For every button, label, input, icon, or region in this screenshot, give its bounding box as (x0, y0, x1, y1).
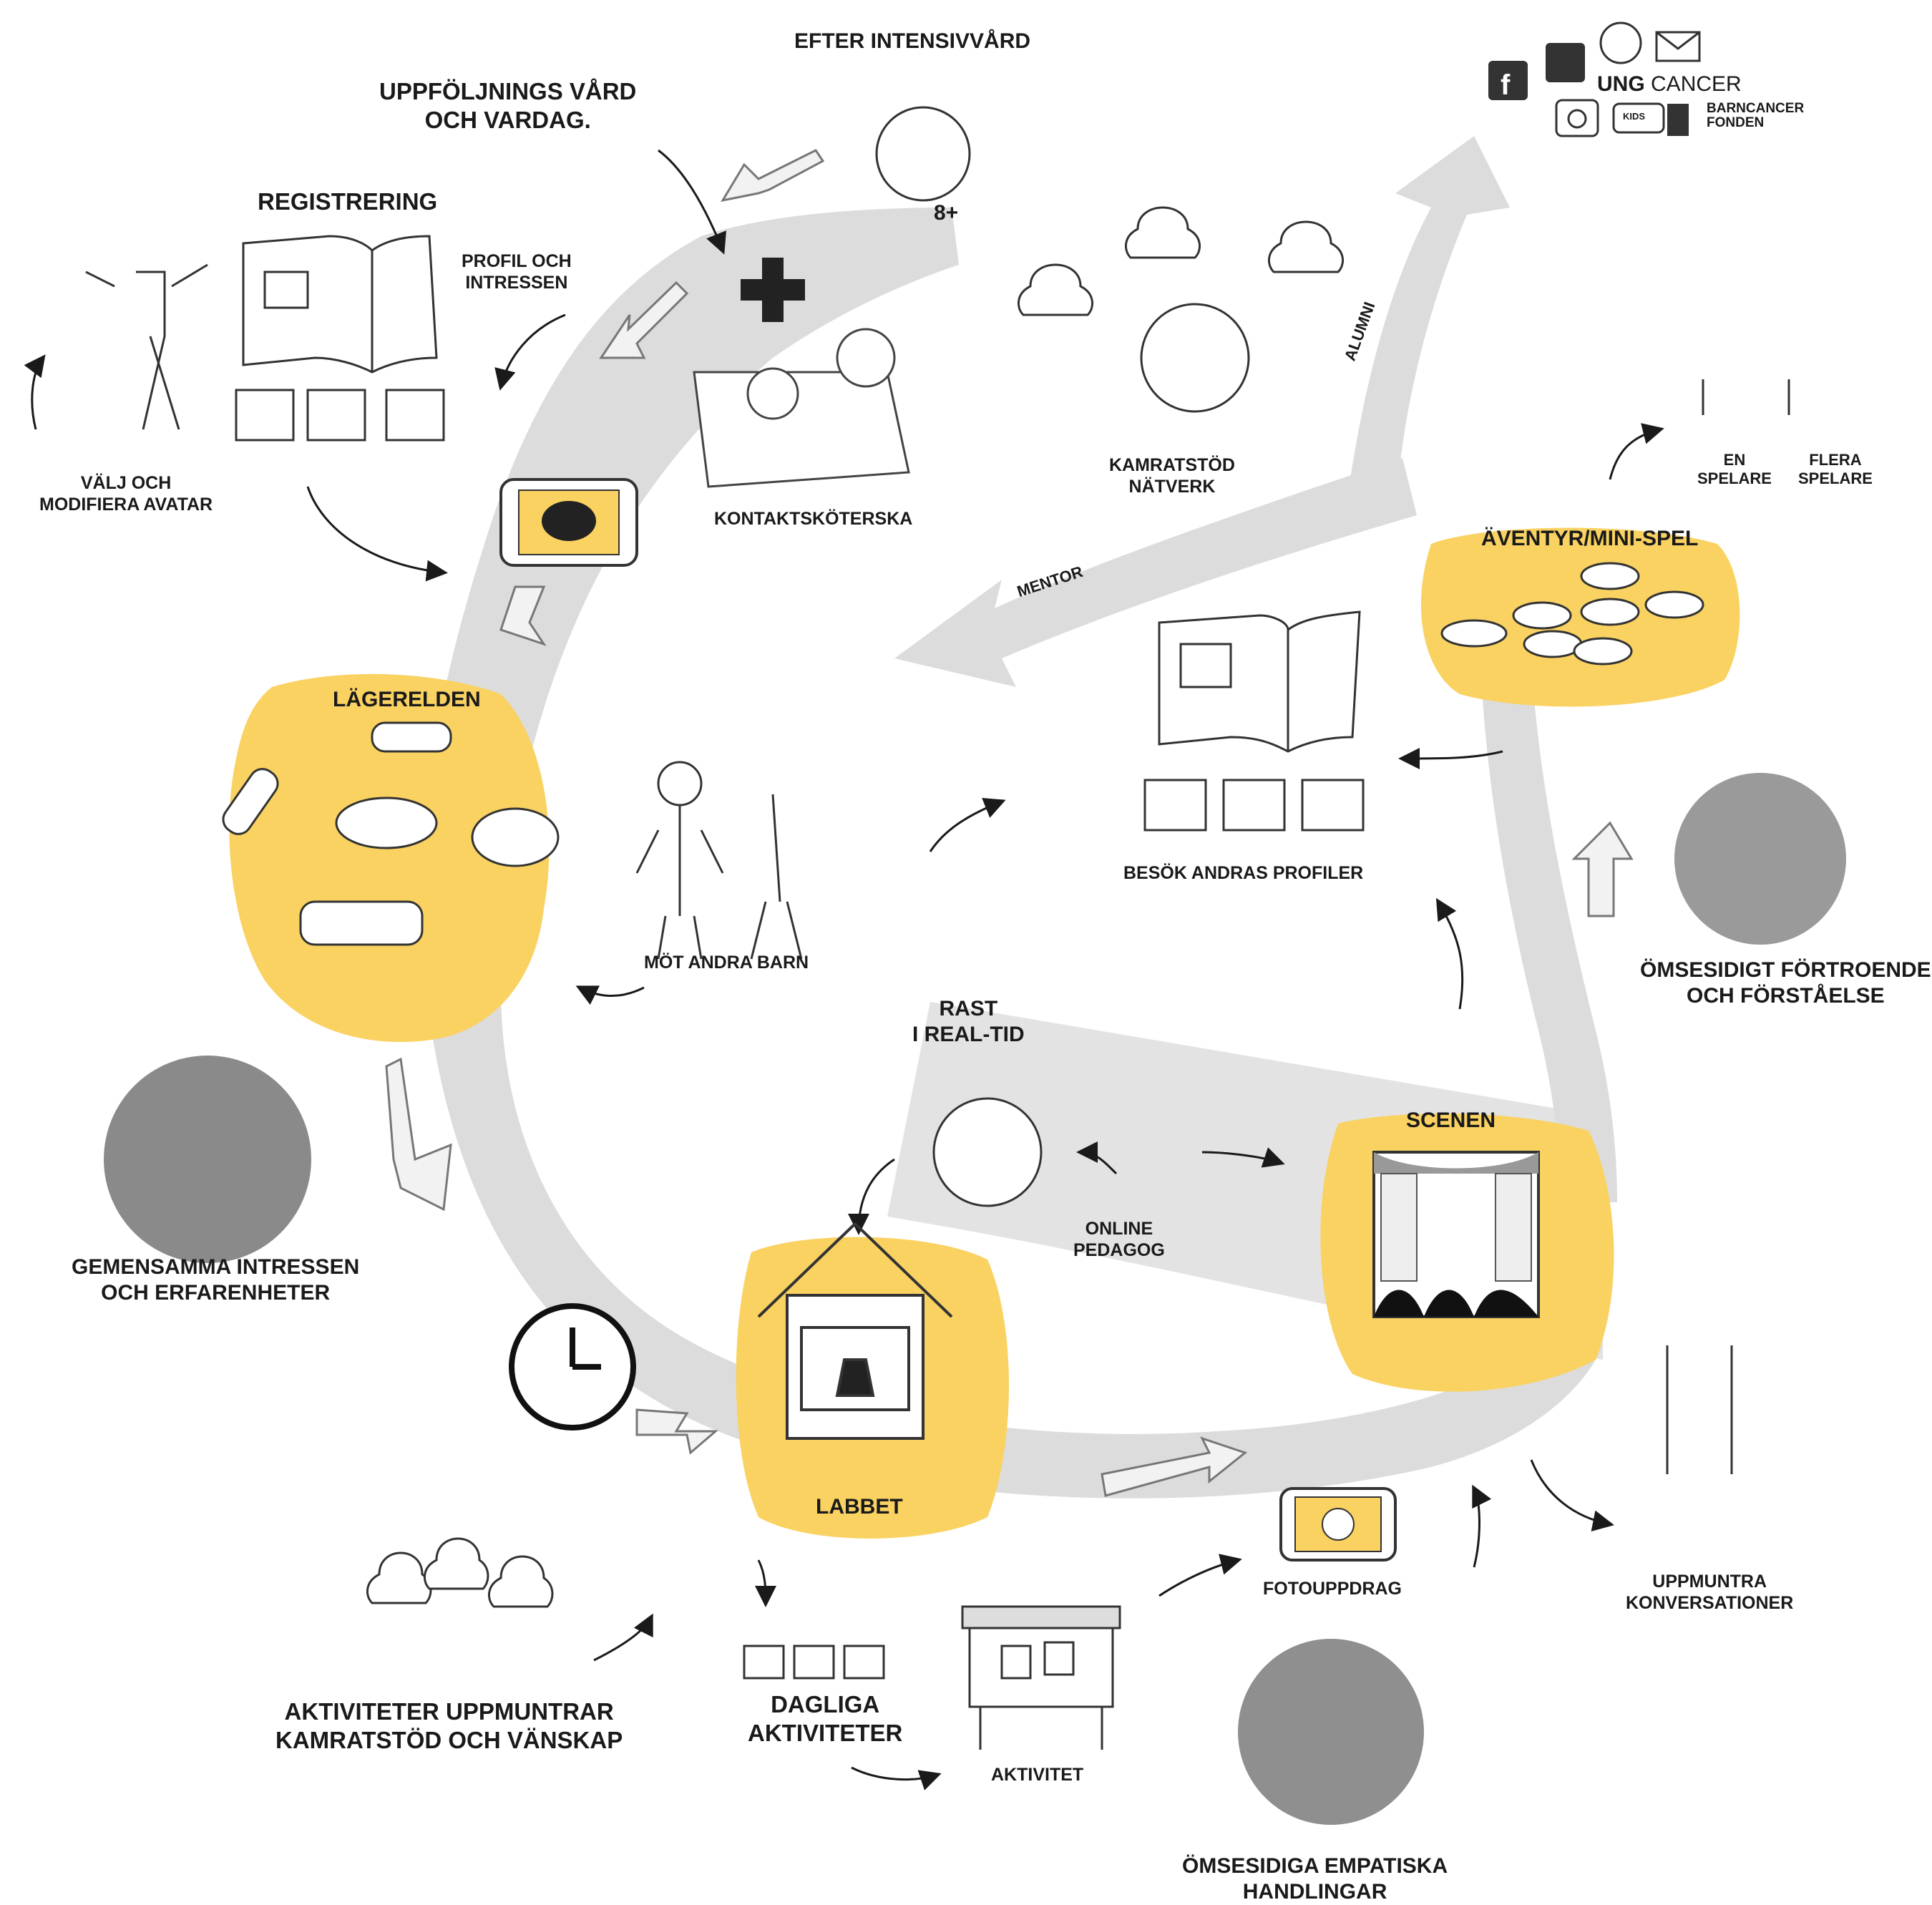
label-kontaktskoterska: KONTAKTSKÖTERSKA (714, 509, 913, 529)
label-rast-i-real-tid: RAST I REAL-TID (912, 997, 1025, 1046)
barncancer-logo: BARNCANCER FONDEN (1707, 101, 1805, 130)
house-icon (757, 1222, 953, 1440)
label-aventyr-mini-spel: ÄVENTYR/MINI-SPEL (1481, 527, 1699, 550)
facebook-icon (1488, 61, 1528, 100)
child-face-after-icu (875, 106, 971, 202)
empathic-acts-illustration (1238, 1639, 1424, 1825)
illustration-circles (104, 773, 1846, 1825)
label-aktiviteter-uppmuntrar: AKTIVITETER UPPMUNTRAR KAMRATSTÖD OCH VÄ… (275, 1698, 623, 1753)
instagram-icon (1555, 99, 1599, 137)
medical-cross-icon (741, 258, 805, 322)
kids-badge-icon (1599, 21, 1642, 64)
online-pedagog-face (932, 1097, 1043, 1207)
label-fotouppdrag: FOTOUPPDRAG (1263, 1579, 1402, 1599)
label-valj-och-modifiera-avatar: VÄLJ OCH MODIFIERA AVATAR (39, 473, 213, 515)
twitter-icon (1546, 43, 1585, 82)
label-omsesidiga-empatiska: ÖMSESIDIGA EMPATISKA HANDLINGAR (1182, 1854, 1448, 1904)
tablet-icon (499, 478, 638, 567)
label-lagerelden: LÄGERELDEN (333, 688, 481, 711)
label-uppfoljning: UPPFÖLJNINGS VÅRD OCH VARDAG. (379, 78, 637, 133)
label-labbet: LABBET (816, 1495, 903, 1519)
label-gemensamma-intressen: GEMENSAMMA INTRESSEN OCH ERFARENHETER (72, 1255, 360, 1305)
highlight-blobs (229, 527, 1740, 1539)
peer-silhouettes (366, 206, 1345, 1608)
label-en-spelare: EN SPELARE (1697, 451, 1772, 488)
child-portraits (875, 106, 1250, 1207)
profile-book-icon (235, 235, 445, 442)
stage-icon (1372, 1151, 1540, 1318)
label-aktivitet: AKTIVITET (991, 1765, 1084, 1785)
label-uppmuntra-konversationer: UPPMUNTRA KONVERSATIONER (1626, 1572, 1794, 1613)
label-registrering: REGISTRERING (258, 188, 438, 215)
kids-logo-text: KIDS (1623, 111, 1646, 122)
label-kamratstod-natverk: KAMRATSTÖD NÄTVERK (1109, 455, 1235, 497)
label-scenen: SCENEN (1406, 1109, 1496, 1132)
label-omsesidigt-fortroende: ÖMSESIDIGT FÖRTROENDE OCH FÖRSTÅELSE (1640, 958, 1931, 1008)
adventure-clouds (1440, 562, 1704, 666)
hospital-bed-sketch (693, 328, 910, 488)
label-efter-intensivvard: EFTER INTENSIVVÅRD (794, 29, 1031, 53)
barncancer-logo-icon (1667, 104, 1689, 136)
svg-text:f: f (1501, 69, 1511, 101)
profile-book-icon (1143, 610, 1365, 832)
label-besok-andras-profiler: BESÖK ANDRAS PROFILER (1123, 863, 1364, 883)
ung-cancer-logo: UNG CANCER (1597, 72, 1742, 97)
shared-interests-illustration (104, 1056, 311, 1263)
label-age: 8+ (934, 201, 959, 225)
label-mot-andra-barn: MÖT ANDRA BARN (644, 952, 809, 973)
connector-arrows (24, 149, 1664, 1790)
ung-bold: UNG (1597, 72, 1645, 96)
notice-board-icon (961, 1605, 1121, 1750)
ung-light: CANCER (1651, 72, 1742, 96)
aventyr-blob (1420, 527, 1740, 707)
lagerelden-blob (229, 673, 550, 1043)
label-dagliga-aktiviteter: DAGLIGA AKTIVITETER (748, 1691, 903, 1746)
kids-logo-icon (1612, 102, 1665, 134)
path-arrows (385, 149, 1634, 1497)
label-flera-spelare: FLERA SPELARE (1798, 451, 1873, 488)
mutual-trust-illustration (1674, 773, 1846, 945)
child-face-peer-network (1140, 303, 1250, 413)
social-icons: f (1488, 21, 1701, 137)
avatar-figures (85, 263, 1790, 1474)
label-profil-och-intressen: PROFIL OCH INTRESSEN (462, 251, 572, 293)
tablet-icon (1279, 1487, 1397, 1561)
campfire-icon (222, 721, 560, 946)
label-online-pedagog: ONLINE PEDAGOG (1073, 1219, 1165, 1260)
daily-activity-cards (743, 1645, 885, 1680)
clock-icon (509, 1303, 636, 1431)
